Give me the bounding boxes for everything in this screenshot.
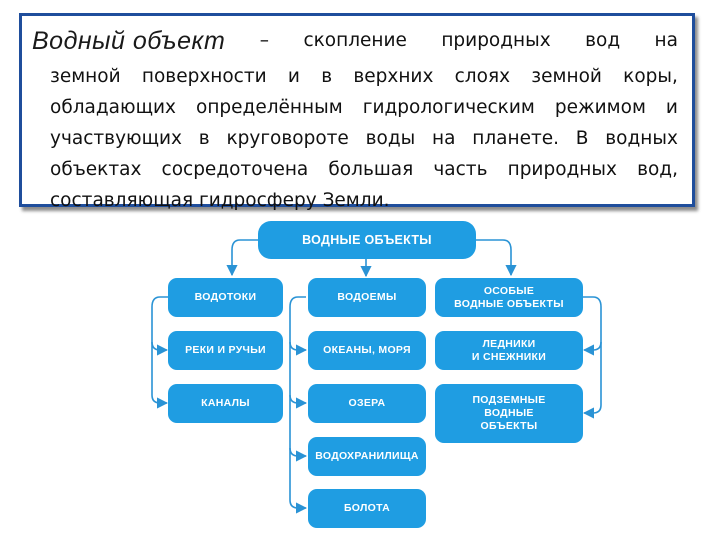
definition-word: и [287, 66, 300, 87]
node-vodoemy: ВОДОЕМЫ [308, 278, 426, 317]
definition-word: поверхности [141, 66, 267, 87]
definition-word: земной [50, 66, 121, 87]
definition-word: слоях [454, 66, 511, 87]
definition-word: Земли. [322, 190, 390, 211]
definition-word: в [321, 66, 333, 87]
connector-right-mid [582, 341, 602, 356]
definition-line-2: земной поверхности и в верхних слоях зем… [50, 62, 678, 92]
definition-word: скопление [303, 30, 407, 51]
definition-word: участвующих [50, 128, 182, 149]
connector-mid-2 [289, 394, 308, 409]
definition-word: природных [507, 159, 617, 180]
node-vodokhranilishcha: ВОДОХРАНИЛИЩА [308, 437, 426, 476]
connector-root-right [476, 239, 517, 277]
definition-word: вод [585, 30, 621, 51]
definition-word: большая [328, 159, 414, 180]
node-reki-i-ruchyi: РЕКИ И РУЧЬИ [168, 331, 283, 370]
connector-mid-1 [289, 341, 308, 356]
definition-line-4: участвующих в круговороте воды на планет… [50, 124, 678, 154]
definition-word: земной [531, 66, 602, 87]
definition-word: гидросферу [199, 190, 317, 211]
node-podzemnye-vodnye-obekty: ПОДЗЕМНЫЕ ВОДНЫЕ ОБЪЕКТЫ [435, 384, 583, 443]
definition-line-1: Водный объект – скопление природных вод … [32, 26, 678, 56]
connector-left-mid [151, 341, 169, 356]
node-ozera: ОЗЕРА [308, 384, 426, 423]
definition-word: водных [605, 128, 678, 149]
definition-word: гидрологическим [362, 97, 535, 118]
connector-right-bracket [582, 296, 602, 419]
definition-word: планете. [472, 128, 559, 149]
definition-box: Водный объект – скопление природных вод … [19, 13, 695, 211]
definition-word: обладающих [50, 97, 176, 118]
definition-word: определённым [196, 97, 343, 118]
node-vodotoki: ВОДОТОКИ [168, 278, 283, 317]
node-root: ВОДНЫЕ ОБЪЕКТЫ [258, 221, 476, 259]
definition-word: на [654, 30, 678, 51]
definition-term: Водный объект [32, 27, 226, 55]
definition-word: В [575, 128, 589, 149]
definition-word: – [259, 30, 270, 51]
definition-word: в [198, 128, 210, 149]
connector-mid-3 [289, 447, 308, 462]
definition-word: часть [433, 159, 488, 180]
definition-word: воды [365, 128, 416, 149]
definition-word: и [665, 97, 678, 118]
definition-line-5: объектах сосредоточена большая часть при… [50, 155, 678, 185]
node-ledniki-i-snezhniki: ЛЕДНИКИ И СНЕЖНИКИ [435, 331, 583, 370]
definition-word: верхних [353, 66, 434, 87]
definition-word: круговороте [226, 128, 349, 149]
definition-word: коры, [623, 66, 678, 87]
node-osobye-vodnye-obekty: ОСОБЫЕ ВОДНЫЕ ОБЪЕКТЫ [435, 278, 583, 317]
connector-mid-bracket [289, 296, 308, 514]
definition-word: природных [441, 30, 551, 51]
definition-word: режимом [554, 97, 646, 118]
definition-line-6: составляющая гидросферу Земли. [50, 186, 678, 216]
node-okeany-morya: ОКЕАНЫ, МОРЯ [308, 331, 426, 370]
definition-word: объектах [50, 159, 142, 180]
definition-word: вод, [637, 159, 678, 180]
node-kanaly: КАНАЛЫ [168, 384, 283, 423]
node-bolota: БОЛОТА [308, 489, 426, 528]
definition-word: составляющая [50, 190, 194, 211]
definition-line-3: обладающих определённым гидрологическим … [50, 93, 678, 123]
connector-left-bracket [151, 296, 169, 409]
definition-word: на [432, 128, 456, 149]
definition-word: сосредоточена [161, 159, 309, 180]
connector-root-left [226, 239, 258, 277]
